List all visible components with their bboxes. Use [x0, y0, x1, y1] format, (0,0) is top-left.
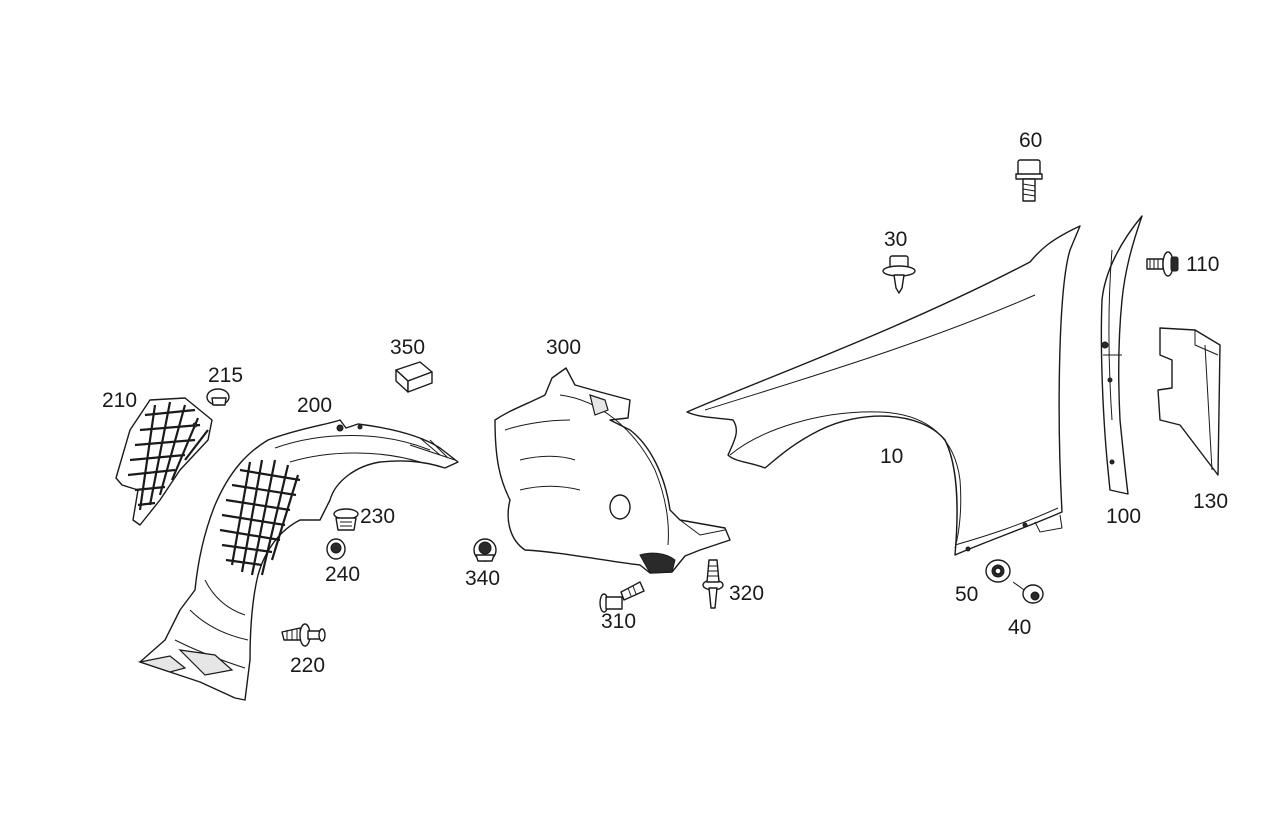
- callout-215: 215: [208, 364, 244, 387]
- nut-50-icon: [985, 559, 1011, 583]
- callout-230: 230: [360, 505, 396, 528]
- callout-10: 10: [880, 445, 904, 468]
- callout-60: 60: [1019, 129, 1043, 152]
- rivet-310-icon: [599, 581, 645, 613]
- liner-300: [494, 367, 731, 574]
- grille-210: [115, 397, 213, 526]
- rivet-320-icon: [702, 559, 724, 609]
- seal-100: [1100, 215, 1143, 495]
- bolt-110-icon: [1146, 251, 1179, 277]
- bolt-60-icon: [1015, 159, 1043, 202]
- callout-40: 40: [1008, 616, 1032, 639]
- pad-350: [395, 361, 433, 393]
- callout-320: 320: [729, 582, 765, 605]
- liner-200: [137, 419, 459, 701]
- clip-215-icon: [206, 388, 230, 406]
- nut-340-icon: [473, 538, 497, 562]
- clip-230-icon: [333, 508, 359, 531]
- callout-340: 340: [465, 567, 501, 590]
- callout-30: 30: [884, 228, 908, 251]
- callout-130: 130: [1193, 490, 1229, 513]
- rivet-220-icon: [281, 623, 326, 647]
- callout-240: 240: [325, 563, 361, 586]
- callout-350: 350: [390, 336, 426, 359]
- screw-30-icon: [882, 255, 916, 294]
- nut-240-icon: [326, 538, 346, 560]
- callout-50: 50: [955, 583, 979, 606]
- clip-40-icon: [1012, 581, 1044, 604]
- fender-panel: [686, 225, 1081, 556]
- callout-300: 300: [546, 336, 582, 359]
- callout-210: 210: [102, 389, 138, 412]
- bracket-130: [1157, 327, 1221, 476]
- callout-220: 220: [290, 654, 326, 677]
- callout-110: 110: [1186, 253, 1220, 276]
- callout-310: 310: [601, 610, 637, 633]
- callout-100: 100: [1106, 505, 1142, 528]
- callout-200: 200: [297, 394, 333, 417]
